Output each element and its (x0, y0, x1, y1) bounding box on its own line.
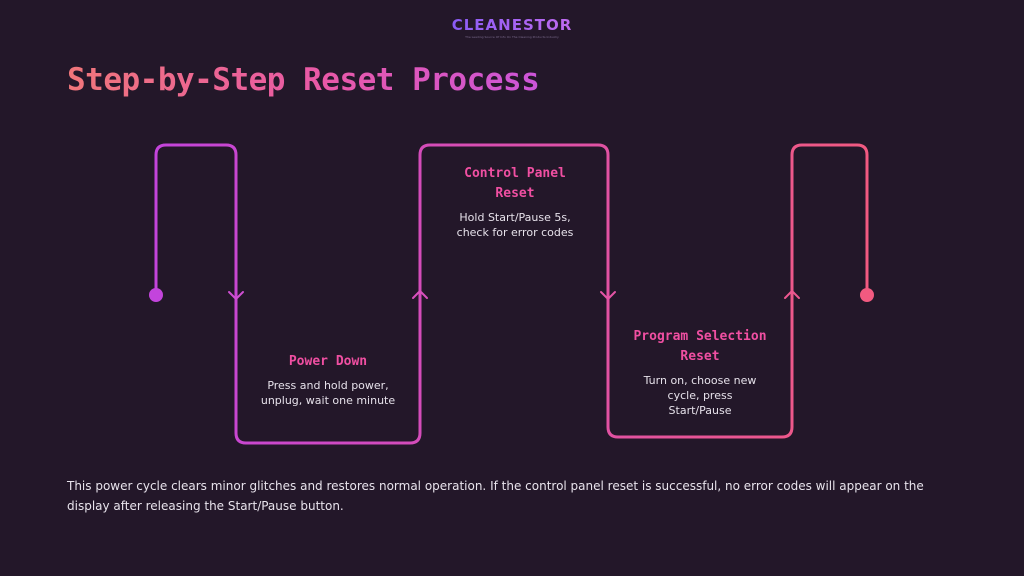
arrow-down-icon (228, 291, 244, 300)
brand-logo-wordmark: CLEANESTOR (451, 16, 573, 34)
flow-end-dot (860, 288, 874, 302)
description-paragraph: This power cycle clears minor glitches a… (67, 479, 924, 513)
step-title: Program Selection Reset (633, 329, 767, 364)
page-title: Step-by-Step Reset Process (67, 62, 540, 98)
arrow-up-icon (784, 290, 800, 299)
flow-start-dot (149, 288, 163, 302)
step-title: Control Panel Reset (464, 166, 566, 201)
brand-logo-tagline: The Leading Source Of Info On The Cleani… (465, 35, 559, 39)
brand-logo: CLEANESTOR The Leading Source Of Info On… (0, 15, 1024, 39)
arrow-down-icon (600, 291, 616, 300)
step-program-selection-reset: Program Selection Reset Turn on, choose … (625, 327, 775, 418)
step-description: Turn on, choose new cycle, press Start/P… (643, 374, 757, 417)
step-control-panel-reset: Control Panel Reset Hold Start/Pause 5s,… (445, 164, 585, 240)
step-description: Hold Start/Pause 5s, check for error cod… (456, 211, 574, 239)
step-description: Press and hold power, unplug, wait one m… (260, 379, 396, 407)
step-title: Power Down (288, 354, 368, 369)
step-power-down: Power Down Press and hold power, unplug,… (253, 352, 403, 408)
process-flow-line (154, 143, 869, 445)
arrow-up-icon (412, 290, 428, 299)
